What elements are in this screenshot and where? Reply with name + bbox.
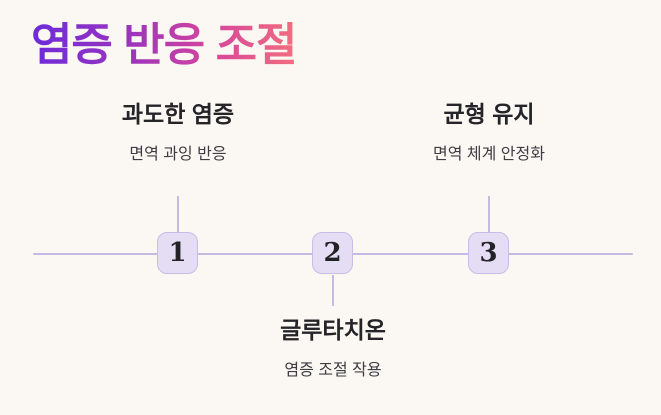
step-3-label: 균형 유지 bbox=[443, 101, 535, 127]
step-3-number: 3 bbox=[479, 238, 498, 268]
step-2-sublabel: 염증 조절 작용 bbox=[284, 361, 382, 379]
page-title: 염증 반응 조절 bbox=[31, 19, 297, 70]
step-2-node: 2 bbox=[312, 232, 353, 274]
step-2-label: 글루타치온 bbox=[280, 317, 386, 343]
step-2-connector bbox=[332, 275, 334, 306]
step-1-connector bbox=[177, 196, 179, 232]
step-1-label: 과도한 염증 bbox=[121, 101, 235, 127]
step-3-connector bbox=[488, 196, 490, 232]
step-3-sublabel: 면역 체계 안정화 bbox=[433, 145, 545, 163]
step-1-node: 1 bbox=[157, 232, 198, 274]
step-2-number: 2 bbox=[323, 238, 342, 268]
step-3-node: 3 bbox=[468, 232, 509, 274]
step-2-label-group: 글루타치온 염증 조절 작용 bbox=[213, 316, 453, 382]
step-1-sublabel: 면역 과잉 반응 bbox=[129, 145, 227, 163]
step-3-label-group: 균형 유지 면역 체계 안정화 bbox=[369, 100, 609, 166]
step-1-number: 1 bbox=[168, 238, 187, 268]
step-1-label-group: 과도한 염증 면역 과잉 반응 bbox=[58, 100, 298, 166]
